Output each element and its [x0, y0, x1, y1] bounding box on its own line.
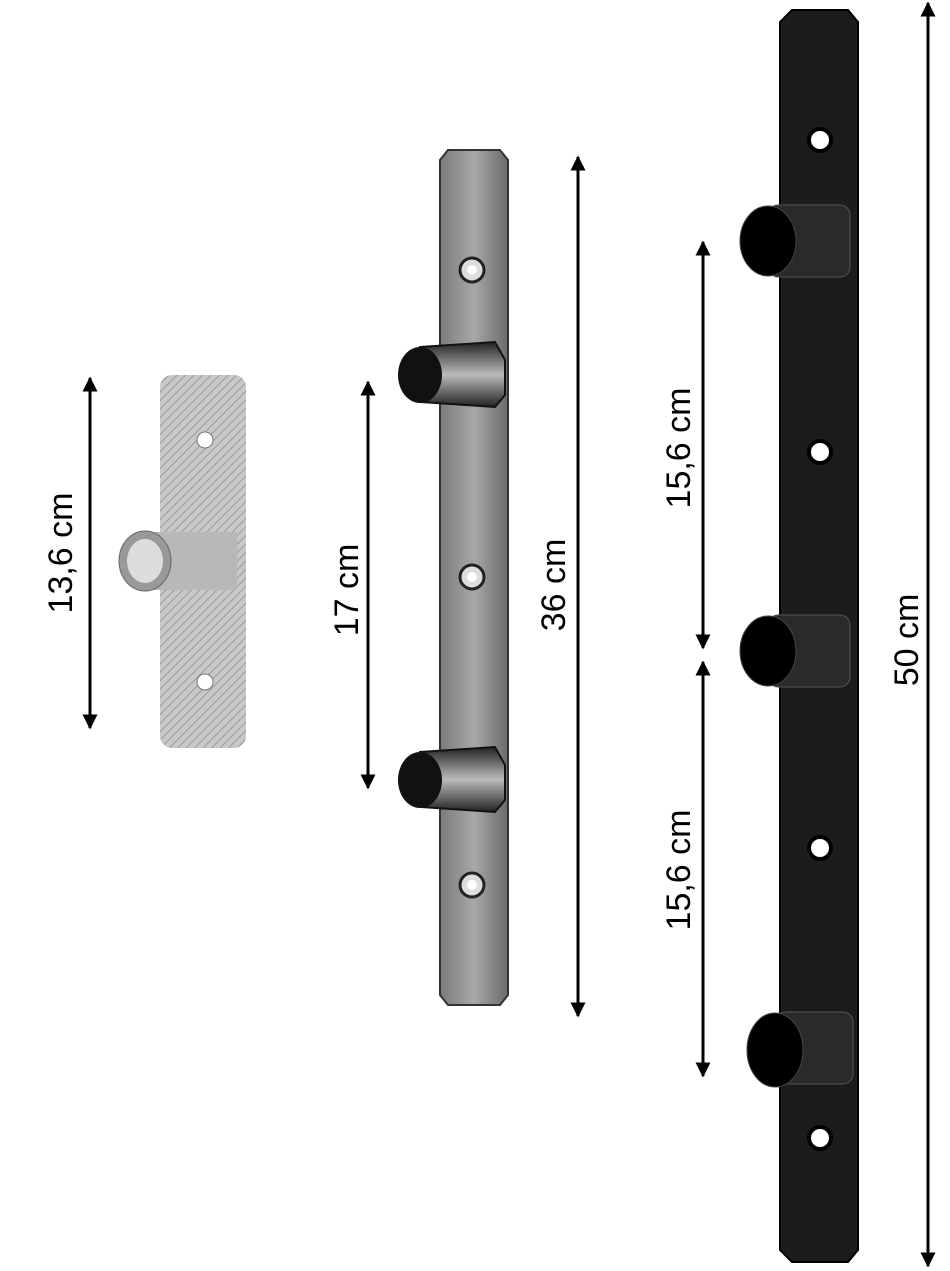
dimension-label-middle-spacing: 17 cm: [328, 544, 366, 637]
dimension-label-small-height: 13,6 cm: [42, 493, 80, 614]
triple-hook-bar: [739, 9, 859, 1263]
dimension-label-large-spacing-top: 15,6 cm: [660, 388, 698, 509]
dimension-label-middle-length: 36 cm: [535, 539, 573, 632]
double-hook-bar: [398, 149, 509, 1006]
dimension-label-large-spacing-bottom: 15,6 cm: [660, 810, 698, 931]
single-hook-plate: [118, 375, 246, 748]
dimension-label-large-length: 50 cm: [888, 594, 926, 687]
